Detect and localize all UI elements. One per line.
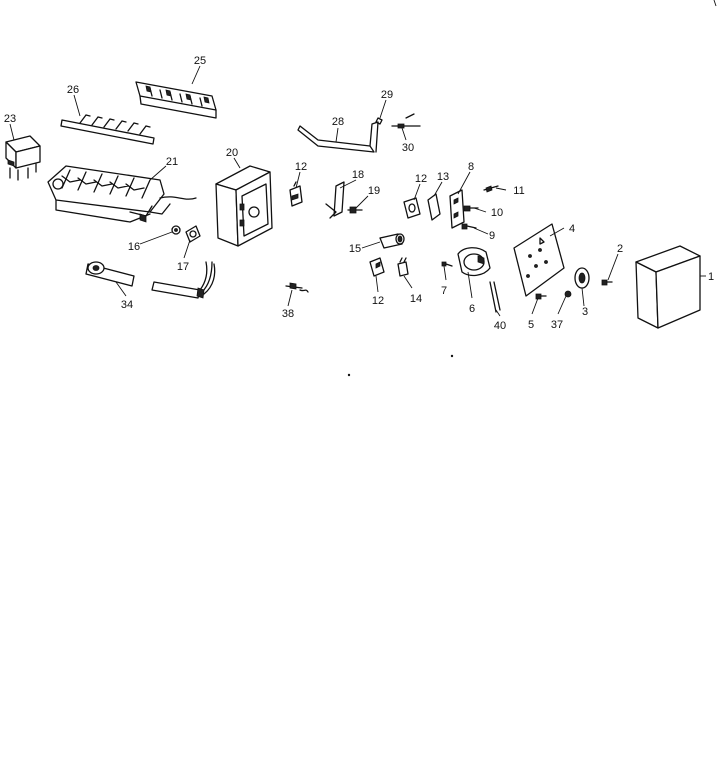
callout-15: 15 bbox=[349, 243, 361, 255]
part-14-connector bbox=[397, 257, 409, 277]
part-17-coupler bbox=[185, 225, 201, 243]
part-9-screw bbox=[461, 223, 477, 230]
callout-26: 25 bbox=[194, 55, 206, 67]
callout-34: 34 bbox=[121, 299, 133, 311]
callout-25: 26 bbox=[67, 84, 79, 96]
part-16-nut bbox=[171, 225, 181, 235]
callout-6: 6 bbox=[469, 303, 475, 315]
part-12-switch-c bbox=[369, 257, 385, 277]
callout-37: 37 bbox=[551, 319, 563, 331]
part-19-screw bbox=[347, 206, 363, 214]
callout-28: 28 bbox=[332, 116, 344, 128]
part-34-fill-tube bbox=[85, 261, 135, 287]
part-13-bracket bbox=[427, 193, 441, 221]
callout-12-c: 12 bbox=[372, 295, 384, 307]
part-28-shutoff-arm bbox=[297, 121, 379, 153]
stray-marks bbox=[347, 0, 717, 377]
callout-11: 11 bbox=[513, 185, 524, 197]
part-12-switch-a bbox=[289, 181, 303, 207]
part-23-bracket bbox=[5, 135, 41, 181]
callout-17: 17 bbox=[177, 261, 189, 273]
callout-18: 18 bbox=[352, 169, 364, 181]
part-7-screw bbox=[441, 261, 453, 267]
part-8-plate bbox=[449, 189, 465, 229]
part-30-spring bbox=[391, 113, 421, 129]
part-38-connector bbox=[285, 282, 309, 293]
part-1-cover bbox=[635, 245, 701, 329]
callout-7: 7 bbox=[441, 285, 447, 297]
part-3-gear bbox=[574, 267, 590, 289]
leader-lines bbox=[9, 65, 706, 317]
part-25-ejector-shaft bbox=[60, 114, 155, 145]
callout-2: 2 bbox=[617, 243, 623, 255]
callout-13: 13 bbox=[437, 171, 449, 183]
part-37-washer bbox=[564, 290, 572, 298]
callout-14: 14 bbox=[410, 293, 422, 305]
callout-19: 19 bbox=[368, 185, 380, 197]
callout-16: 16 bbox=[128, 241, 140, 253]
part-11-screw bbox=[483, 185, 499, 193]
callout-20: 20 bbox=[226, 147, 238, 159]
part-2-screw bbox=[601, 279, 613, 286]
callout-23: 23 bbox=[4, 113, 16, 125]
callout-29: 29 bbox=[381, 89, 393, 101]
part-20-housing bbox=[215, 165, 273, 247]
callout-30: 30 bbox=[402, 142, 414, 154]
callout-40: 40 bbox=[494, 320, 506, 332]
part-26-ejector-bar bbox=[135, 81, 217, 119]
callout-38: 38 bbox=[282, 308, 294, 320]
wire-harness bbox=[151, 261, 216, 299]
callout-9: 9 bbox=[489, 230, 495, 242]
part-6-motor bbox=[457, 247, 491, 277]
callout-4: 4 bbox=[569, 223, 575, 235]
callout-labels: 25 26 23 21 20 12 28 29 30 18 19 12 13 8… bbox=[4, 55, 714, 332]
callout-8: 8 bbox=[468, 161, 474, 173]
callout-10: 10 bbox=[491, 207, 503, 219]
part-40-pin bbox=[489, 281, 501, 313]
callout-5: 5 bbox=[528, 319, 534, 331]
callout-1: 1 bbox=[708, 271, 714, 283]
part-21-ice-mold bbox=[47, 165, 197, 223]
part-4-mounting-plate bbox=[513, 223, 565, 297]
part-12-switch-b bbox=[403, 197, 421, 219]
part-15-thermostat bbox=[379, 233, 405, 249]
callout-12-a: 12 bbox=[295, 161, 307, 173]
part-29-clip bbox=[375, 117, 383, 125]
callout-21: 21 bbox=[166, 156, 178, 168]
part-18-lever bbox=[325, 181, 345, 219]
callout-12-b: 12 bbox=[415, 173, 427, 185]
callout-3: 3 bbox=[582, 306, 588, 318]
part-5-screw bbox=[535, 293, 547, 300]
